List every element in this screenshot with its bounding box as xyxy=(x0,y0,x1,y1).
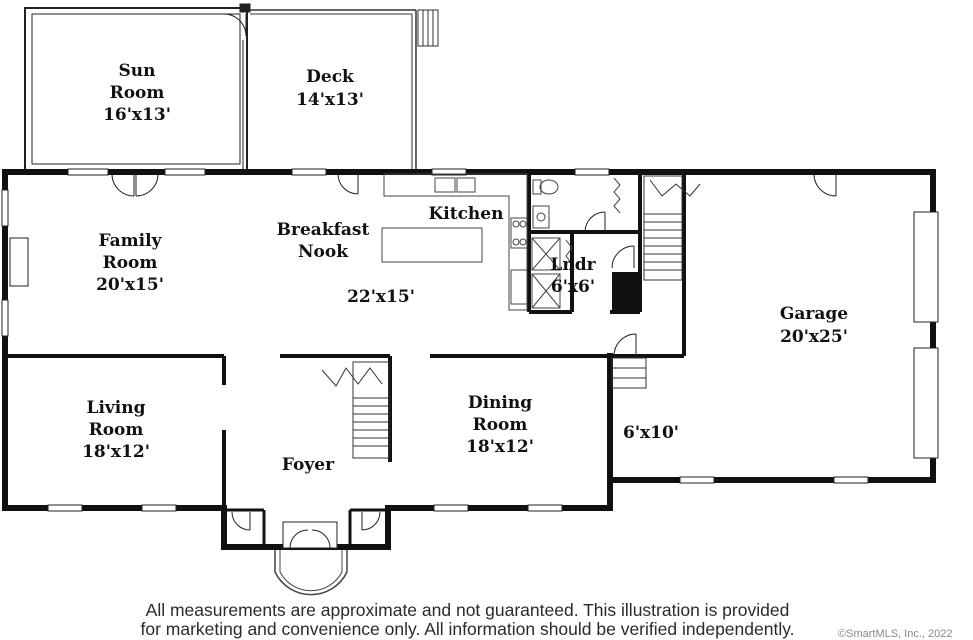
family-room-name-1: Family xyxy=(99,231,163,251)
garage-steps xyxy=(611,357,647,389)
laundry-dims: 6'x6' xyxy=(551,277,595,297)
garage-dims: 20'x25' xyxy=(780,327,848,347)
dining-room-name-1: Dining xyxy=(468,393,532,413)
kitchen-name: Kitchen xyxy=(429,204,504,224)
family-room-dims: 20'x15' xyxy=(96,275,164,295)
sun-room-door xyxy=(223,13,247,37)
breakfast-nook-dims: 22'x15' xyxy=(347,287,415,307)
front-porch xyxy=(274,550,348,596)
deck-dims: 14'x13' xyxy=(296,90,364,110)
deck-outline xyxy=(250,9,417,170)
living-room-name-1: Living xyxy=(87,398,146,418)
deck-steps xyxy=(417,9,439,47)
mudroom-dims: 6'x10' xyxy=(623,423,679,443)
laundry-name: Lndr xyxy=(550,255,596,275)
front-porch-inner xyxy=(279,550,343,592)
half-bath-fixtures xyxy=(532,177,621,229)
living-room-name-2: Room xyxy=(89,420,144,440)
deck-name: Deck xyxy=(306,67,355,87)
foyer-closets xyxy=(224,508,388,547)
sun-room-name-2: Room xyxy=(110,83,165,103)
garage-name: Garage xyxy=(780,304,848,324)
breakfast-nook-name-1: Breakfast xyxy=(277,220,370,240)
sun-room-dims: 16'x13' xyxy=(103,105,171,125)
living-room-dims: 18'x12' xyxy=(82,442,150,462)
foyer-name: Foyer xyxy=(282,455,335,475)
main-staircase xyxy=(321,361,390,459)
doors xyxy=(111,173,837,549)
disclaimer-line-1: All measurements are approximate and not… xyxy=(145,600,790,620)
room-labels: Sun Room 16'x13' Deck 14'x13' Family Roo… xyxy=(82,61,848,475)
chimney-block xyxy=(612,272,638,310)
laundry-fixtures xyxy=(531,237,573,309)
sun-room-name-1: Sun xyxy=(119,61,156,81)
kitchen-counters xyxy=(381,173,528,311)
stairs-to-basement xyxy=(643,175,701,281)
interior-walls xyxy=(5,172,686,508)
windows xyxy=(1,168,939,512)
disclaimer-line-2: for marketing and convenience only. All … xyxy=(140,619,795,639)
breakfast-nook-name-2: Nook xyxy=(298,242,349,262)
fireplace xyxy=(9,237,29,287)
copyright: ©SmartMLS, Inc., 2022 xyxy=(838,628,953,640)
dining-room-name-2: Room xyxy=(473,415,528,435)
family-room-name-2: Room xyxy=(103,253,158,273)
dining-room-dims: 18'x12' xyxy=(466,437,534,457)
